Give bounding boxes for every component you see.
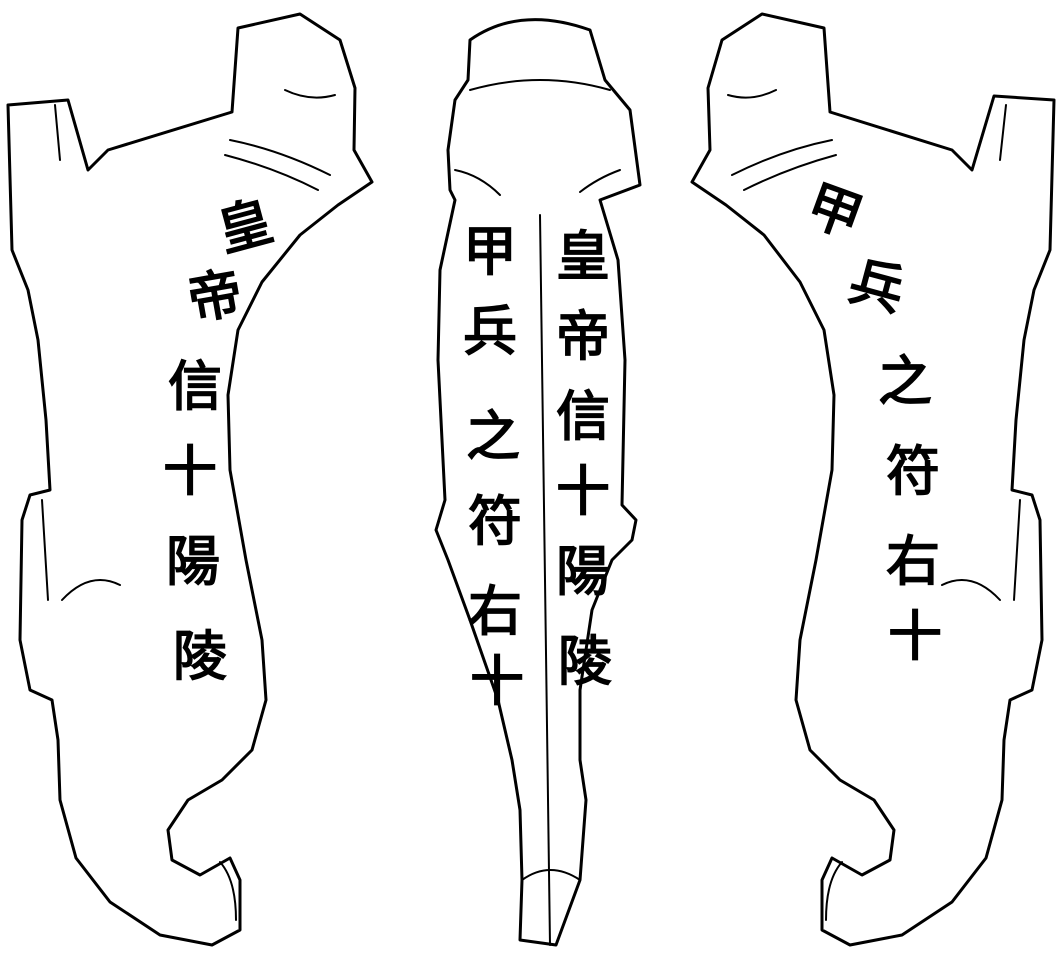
left-leg-line xyxy=(61,579,121,601)
top-right-char-2: 帝 xyxy=(556,304,610,368)
right-char-6: 十 xyxy=(888,604,942,668)
right-tail-curl xyxy=(825,861,843,921)
left-char-5: 陽 xyxy=(166,529,220,593)
right-tiger-outline xyxy=(690,12,1056,947)
left-ear-line xyxy=(54,104,61,161)
left-brow-2 xyxy=(224,154,319,191)
left-brow-1 xyxy=(229,139,331,176)
top-right-char-4: 十 xyxy=(556,459,610,523)
left-side-view xyxy=(6,12,374,947)
right-side-view xyxy=(690,12,1056,947)
top-left-eye xyxy=(454,169,501,196)
left-char-6: 陵 xyxy=(173,624,227,688)
left-eye xyxy=(284,89,336,99)
right-brow-2 xyxy=(743,154,837,191)
top-right-char-5: 陽 xyxy=(556,539,610,603)
top-left-char-2: 兵 xyxy=(463,299,517,363)
right-char-5: 右 xyxy=(886,529,940,593)
top-tail-tip xyxy=(521,869,581,881)
left-char-3: 信 xyxy=(168,354,222,418)
right-eye xyxy=(727,89,777,99)
top-tiger-outline xyxy=(434,18,642,947)
right-brow-1 xyxy=(731,139,833,176)
top-left-char-5: 右 xyxy=(468,579,522,643)
top-left-char-4: 符 xyxy=(468,489,522,553)
right-paw-line xyxy=(1013,499,1021,601)
right-ear-line xyxy=(999,104,1007,161)
top-left-char-6: 十 xyxy=(470,649,524,713)
top-right-char-6: 陵 xyxy=(558,629,612,693)
left-char-4: 十 xyxy=(163,439,217,503)
top-right-char-1: 皇 xyxy=(556,224,610,288)
top-left-char-1: 甲 xyxy=(463,219,517,283)
left-char-2: 帝 xyxy=(182,259,248,333)
top-view xyxy=(434,18,642,947)
right-char-3: 之 xyxy=(878,349,932,413)
right-char-4: 符 xyxy=(886,439,940,503)
left-tiger-outline xyxy=(6,12,374,947)
top-head-line xyxy=(469,79,611,91)
left-tail-curl xyxy=(219,861,237,921)
top-right-char-3: 信 xyxy=(556,384,610,448)
left-paw-line xyxy=(41,499,49,601)
top-left-char-3: 之 xyxy=(466,404,520,468)
right-leg-line xyxy=(941,579,1001,601)
top-right-eye xyxy=(579,169,621,193)
top-center-seam xyxy=(539,214,551,946)
